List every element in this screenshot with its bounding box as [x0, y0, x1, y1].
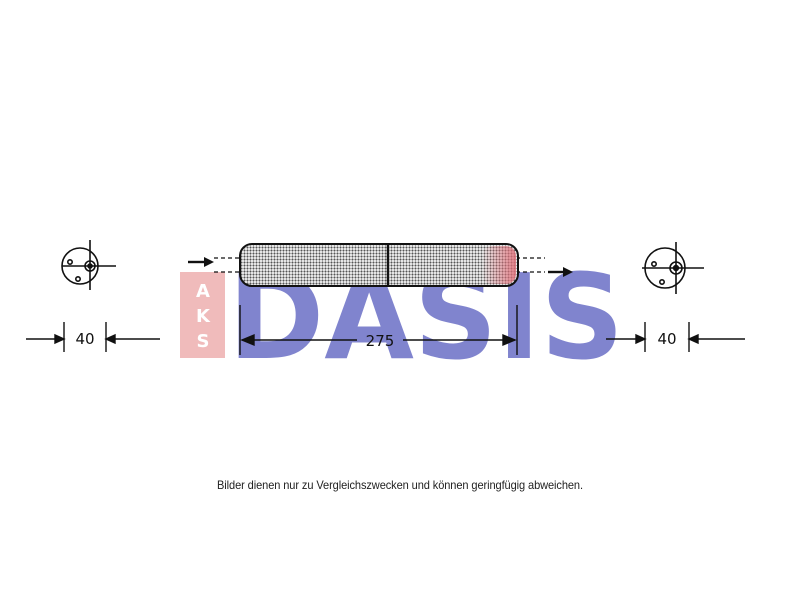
watermark-side-bar: [180, 272, 225, 358]
disclaimer-caption: Bilder dienen nur zu Vergleichszwecken u…: [217, 478, 583, 492]
watermark-side-letter-a: A: [196, 281, 210, 302]
flow-arrows: [188, 257, 573, 277]
dryer-end-cap-highlight: [482, 246, 516, 284]
dryer-canister: [239, 243, 519, 287]
dimension-right-fitting-label: 40: [657, 330, 676, 348]
outlet-arrow-icon: [563, 267, 573, 277]
dryer-body: [214, 243, 545, 287]
watermark-side-letter-k: K: [196, 306, 211, 327]
dimension-right-fitting: [606, 322, 745, 352]
dimension-body-length: [239, 305, 518, 355]
inlet-arrow-icon: [204, 257, 214, 267]
left-fitting-end-view: [61, 240, 116, 290]
dimension-body-length-label: 275: [366, 332, 395, 350]
dimension-left-fitting-label: 40: [75, 330, 94, 348]
watermark-side-letter-s: S: [197, 331, 210, 352]
right-fitting-end-view: [642, 242, 704, 294]
dimension-left-fitting: [26, 322, 160, 352]
